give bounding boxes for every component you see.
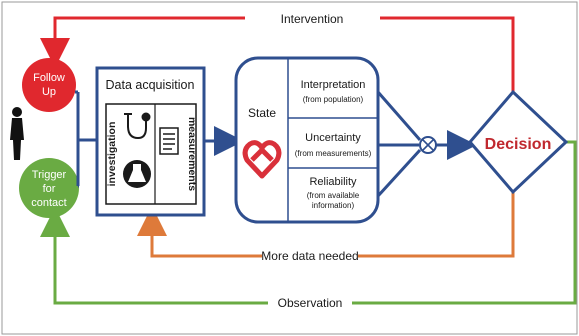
follow-up-node (22, 58, 76, 112)
reliability-title: Reliability (309, 176, 357, 188)
trigger-line1: Trigger (32, 169, 67, 181)
trigger-node (19, 158, 79, 218)
more-data-line-right (358, 190, 515, 258)
uncertainty-sub: (from measurements) (295, 149, 372, 158)
state-label: State (248, 106, 276, 120)
follow-up-line2: Up (42, 86, 56, 98)
stethoscope-icon (124, 112, 151, 140)
reliability-to-combiner (376, 148, 422, 198)
observation-line-left (40, 207, 268, 305)
trigger-line3: contact (31, 197, 66, 209)
flask-icon (123, 160, 151, 188)
decision-label: Decision (485, 136, 552, 153)
observation-label: Observation (278, 296, 343, 310)
trigger-line2: for (43, 183, 56, 195)
reliability-sub1: (from available (307, 191, 360, 200)
investigation-label: investigation (106, 122, 118, 187)
interpretation-to-combiner (376, 91, 422, 141)
interpretation-title: Interpretation (301, 79, 366, 91)
heart-icon (242, 140, 282, 179)
state-box (234, 56, 380, 224)
person-icon (10, 107, 24, 160)
more-data-label: More data needed (261, 249, 358, 263)
decision-node (468, 89, 569, 195)
reliability-sub2: information) (312, 201, 355, 210)
intervention-label: Intervention (281, 12, 344, 26)
intervention-line-left (40, 16, 245, 68)
follow-up-line1: Follow (33, 72, 65, 84)
measurements-label: measurements (186, 117, 198, 191)
combine-icon (419, 136, 437, 154)
data-acquisition-inner-box (105, 103, 197, 205)
interpretation-sub: (from population) (303, 95, 364, 104)
uncertainty-title: Uncertainty (305, 132, 361, 144)
clipboard-icon (159, 127, 179, 155)
more-data-line-left (137, 206, 262, 258)
data-acquisition-title: Data acquisition (106, 78, 195, 92)
